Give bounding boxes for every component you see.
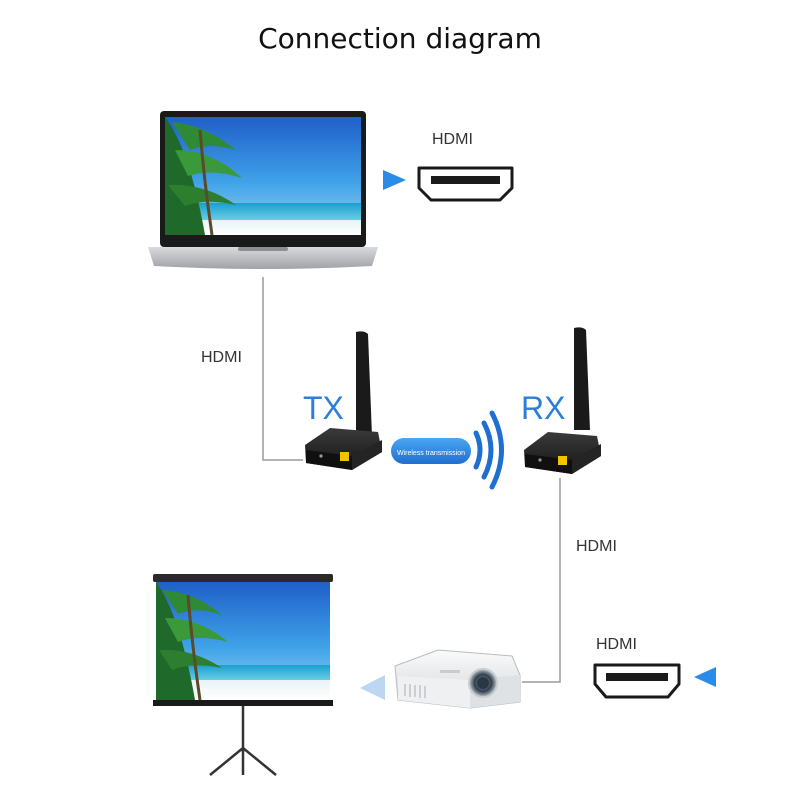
hdmi-port-bottom — [593, 663, 681, 699]
wireless-transmission-badge: Wireless transmission — [391, 438, 471, 464]
projector-screen — [153, 574, 333, 776]
tx-label: TX — [303, 390, 344, 426]
wireless-signal-icon — [473, 410, 504, 490]
rx-label: RX — [521, 390, 566, 426]
hdmi-cable-rx-to-projector — [522, 478, 561, 683]
page-title: Connection diagram — [258, 22, 542, 55]
hdmi-label-right: HDMI — [576, 538, 617, 555]
rx-receiver — [524, 327, 601, 474]
arrow-left-icon — [694, 667, 716, 687]
hdmi-label-top: HDMI — [432, 131, 473, 148]
arrow-left-to-screen-icon — [360, 675, 385, 700]
laptop — [148, 111, 378, 269]
projector — [394, 649, 521, 709]
hdmi-cable-laptop-to-tx — [262, 277, 303, 461]
tx-transmitter — [305, 331, 382, 470]
hdmi-label-bottom: HDMI — [596, 636, 637, 653]
hdmi-label-left: HDMI — [201, 349, 242, 366]
wireless-transmission-label: Wireless transmission — [397, 450, 465, 457]
hdmi-port-top — [417, 166, 514, 202]
arrow-right-icon — [383, 170, 406, 190]
